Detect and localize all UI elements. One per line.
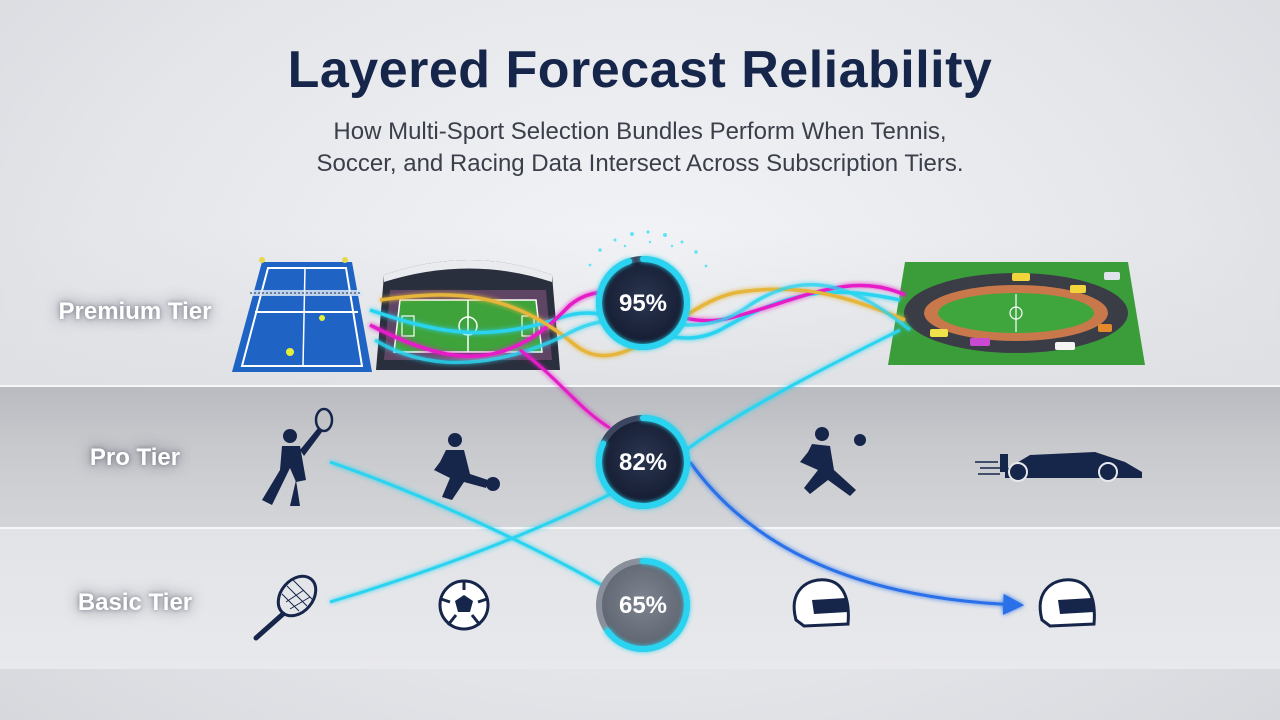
racing-helmet-icon — [792, 578, 850, 628]
gauge-pro-arc — [596, 415, 690, 509]
pro-reliability-value: 82% — [618, 449, 668, 476]
tennis-player-icon — [262, 407, 334, 506]
soccer-player-kicking-icon — [800, 427, 866, 496]
tennis-racket-icon — [253, 574, 318, 641]
basic-tier-label: Basic Tier — [77, 589, 193, 616]
subtitle-line-1: How Multi-Sport Selection Bundles Perfor… — [333, 118, 947, 145]
gauge-basic-arc — [604, 558, 690, 652]
race-car-icon — [975, 452, 1142, 482]
divider — [0, 385, 1280, 387]
racing-helmet-icon — [1038, 578, 1096, 628]
race-track-icon — [888, 262, 1145, 365]
sparkle-decoration — [588, 230, 708, 268]
gauge-pro — [596, 415, 690, 509]
gauge-basic — [596, 558, 690, 652]
basic-reliability-value: 65% — [618, 592, 668, 619]
gauge-premium — [596, 256, 690, 350]
premium-tier-label: Premium Tier — [58, 298, 212, 325]
page-subtitle: How Multi-Sport Selection Bundles Perfor… — [240, 116, 1040, 180]
gauge-premium-arc — [596, 256, 690, 350]
pro-tier-label: Pro Tier — [89, 444, 181, 471]
page-title: Layered Forecast Reliability — [287, 41, 993, 99]
subtitle-line-2: Soccer, and Racing Data Intersect Across… — [316, 150, 964, 177]
tennis-court-icon — [232, 257, 372, 372]
soccer-player-icon — [434, 433, 500, 500]
premium-reliability-value: 95% — [618, 290, 668, 317]
divider — [0, 527, 1280, 529]
soccer-ball-icon — [438, 579, 490, 631]
